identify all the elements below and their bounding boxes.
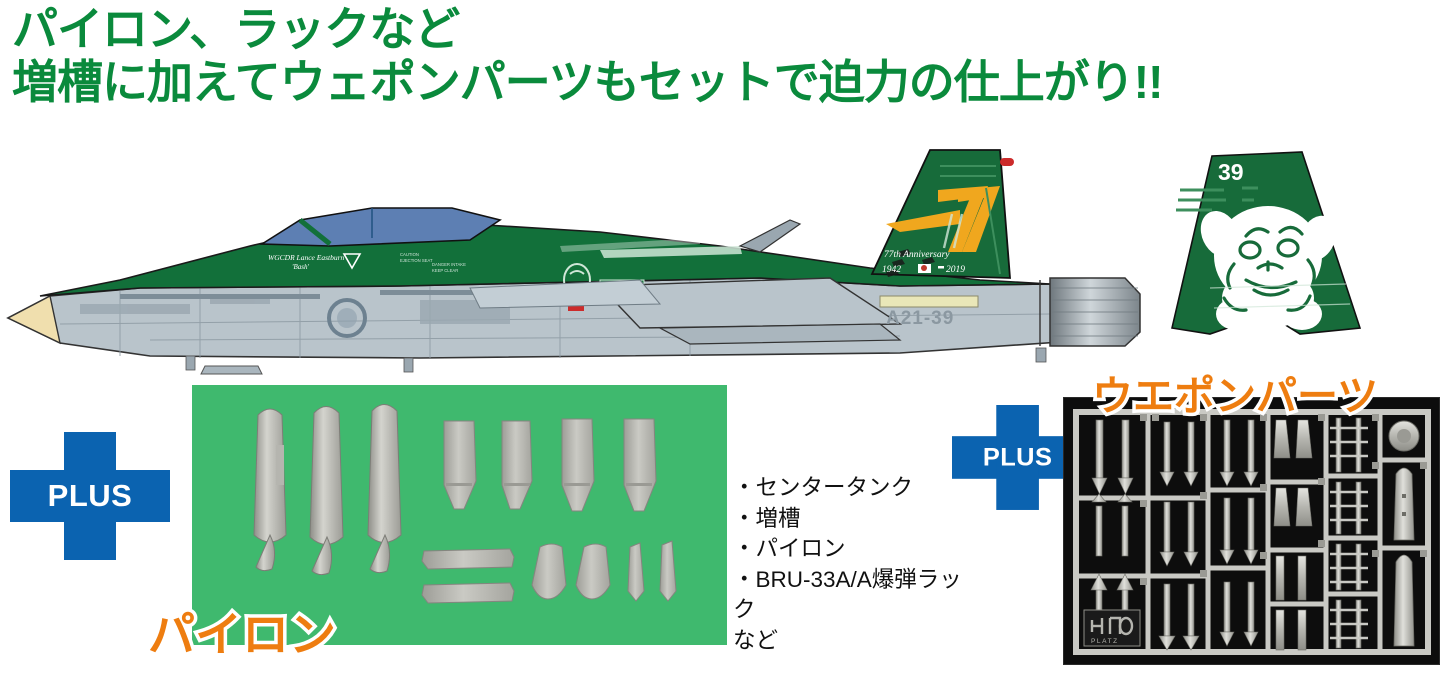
tail-anniversary-text: 77th Anniversary [884,250,950,260]
list-item: ・BRU-33A/A爆弾ラック [733,566,962,623]
plus-cross-vertical [996,405,1039,510]
tail-number-text: 39 [1218,159,1244,185]
svg-text:'Bash': 'Bash' [292,263,309,271]
headline: パイロン、ラックなど 増槽に加えてウェポンパーツもセットで迫力の仕上がり!! [12,6,1437,106]
headline-line-2: 増槽に加えてウェポンパーツもセットで迫力の仕上がり!! [12,55,1163,108]
pylon-caption: パイロン [145,605,340,665]
svg-text:EJECTION SEAT: EJECTION SEAT [400,258,433,263]
bulldog-tail-illustration: 39 [1171,151,1362,335]
plus-label: PLUS [47,478,133,513]
weapon-sprue-svg: PLATZ [1064,398,1439,664]
pylon-parts-svg [253,404,677,604]
plus-badge-pylon: PLUS [10,432,170,560]
pilot-name-line-1: WGCDR Lance Eastburn [268,253,344,262]
headline-line-1: パイロン、ラックなど [12,3,460,55]
plus-label: PLUS [982,442,1053,472]
hornet-side-view: WGCDR Lance Eastburn 'Bash' CAUTIONEJECT… [6,149,1141,375]
weapon-parts-photo: PLATZ [1063,397,1440,665]
list-item: ・パイロン [733,536,846,562]
weapon-caption: ウエポンパーツ [1088,370,1381,423]
plus-badge-weapon: PLUS [952,405,1084,510]
pylon-parts-photo [192,385,727,645]
list-item: ・増槽 [733,505,801,531]
list-item: など [733,627,779,653]
plus-cross-vertical [64,432,116,560]
fuselage-serial: A21-39 [886,308,954,329]
svg-text:2019: 2019 [946,265,965,275]
list-item: ・センタータンク [733,475,914,500]
svg-text:DANGER INTAKE: DANGER INTAKE [432,262,466,267]
included-parts-list: ・センタータンク ・増槽 ・パイロン ・BRU-33A/A爆弾ラック など [733,473,963,657]
platz-brand-text: PLATZ [1091,638,1119,645]
svg-text:KEEP CLEAR: KEEP CLEAR [432,268,458,273]
svg-text:1942: 1942 [882,265,901,275]
svg-text:CAUTION: CAUTION [400,252,419,257]
